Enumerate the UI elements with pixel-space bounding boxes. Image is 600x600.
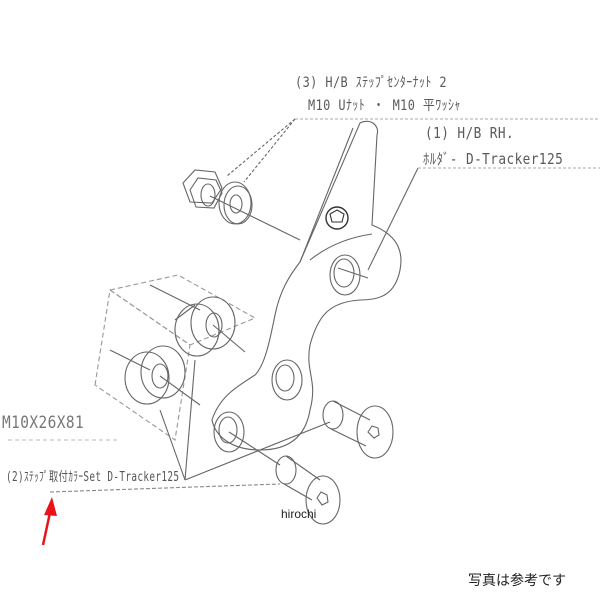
bolt-lower-icon: [275, 455, 341, 525]
callout-1-line1: (1) H/B RH.: [425, 124, 515, 142]
washer-icon: [218, 181, 253, 225]
callout-1-line2: ﾎﾙﾀﾞ- D-Tracker125: [423, 150, 564, 168]
callout-3-line1: (3) H/B ｽﾃｯﾌﾟｾﾝﾀｰﾅｯﾄ 2: [295, 75, 447, 91]
hex-nut-icon: [182, 169, 223, 209]
watermark: hirochi: [281, 507, 317, 521]
collar-lower-icon: [124, 345, 186, 405]
reference-photo-note: 写真は参考です: [468, 573, 566, 589]
dimension-label: M10X26X81: [2, 413, 85, 433]
callout-3-line2: M10 Uﾅｯﾄ ・ M10 平ﾜｯｼｬ: [308, 98, 461, 114]
bolt-upper-icon: [322, 400, 394, 459]
collar-upper-icon: [174, 296, 236, 357]
red-arrow-icon: [41, 497, 57, 546]
callout-2-line1: (2)ｽﾃｯﾌﾟ取付ｶﾗｰSet D-Tracker125: [6, 470, 180, 485]
